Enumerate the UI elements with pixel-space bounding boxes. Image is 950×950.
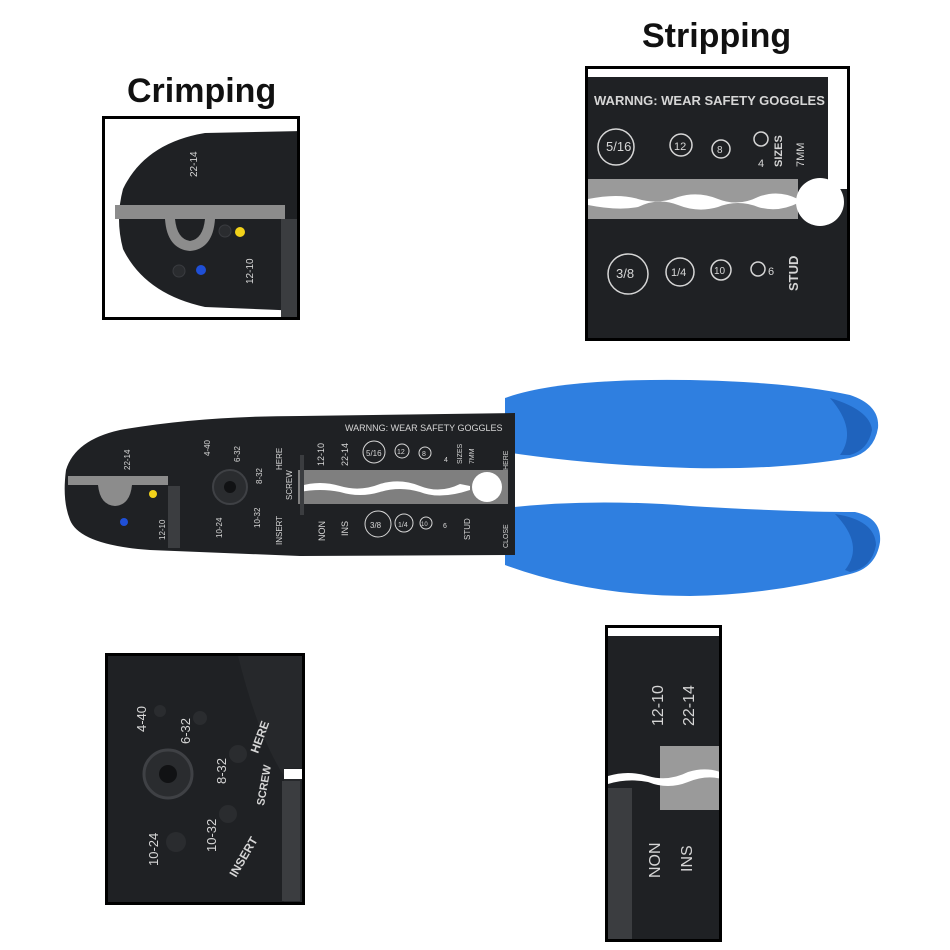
inset-gauge-22-14: 22-14 <box>681 685 698 726</box>
main-blue-dot <box>120 518 128 526</box>
stripping-blade-closeup: WARNNG: WEAR SAFETY GOGGLES 5/16 12 8 4 … <box>588 69 847 338</box>
main-size-3-8: 3/8 <box>370 521 382 530</box>
crimp-gauge-22-14: 22-14 <box>189 151 200 177</box>
sizes-label: SIZES <box>773 135 785 167</box>
blue-dot <box>196 265 206 275</box>
main-screw-10-24: 10-24 <box>215 517 224 538</box>
size-7mm: 7MM <box>795 143 807 167</box>
crimping-jaw-closeup: 22-14 12-10 <box>115 131 297 317</box>
caption-stripping: Stripping <box>642 17 792 55</box>
size-3-8: 3/8 <box>616 266 634 281</box>
inset-screw-4-40: 4-40 <box>134 706 149 732</box>
non-insulated-inset: 12-10 22-14 NON INS <box>605 625 722 942</box>
inset-ins: INS <box>679 845 696 872</box>
inset-gauge-12-10: 12-10 <box>650 685 667 726</box>
main-size-1-4: 1/4 <box>398 522 408 529</box>
main-gauge-22-14: 22-14 <box>123 449 132 470</box>
main-screw-label: SCREW <box>285 470 294 500</box>
main-size-10: 10 <box>421 522 428 528</box>
screw-cutter-closeup: 4-40 6-32 8-32 10-32 10-24 HERE SCREW IN… <box>108 656 302 902</box>
main-size-8: 8 <box>422 451 426 458</box>
stud-cutter-hole <box>796 178 844 226</box>
main-stud-cutter <box>472 472 502 502</box>
main-size-4: 4 <box>444 457 448 464</box>
stripping-slot <box>300 481 470 496</box>
inset-non: NON <box>647 842 664 878</box>
stripping-inset: WARNNG: WEAR SAFETY GOGGLES 5/16 12 8 4 … <box>585 66 850 341</box>
stripping-warning: WARNNG: WEAR SAFETY GOGGLES <box>594 93 825 108</box>
main-here-lock: HERE <box>503 450 510 470</box>
main-insert: INSERT <box>275 516 284 545</box>
main-gauge-22-14-strip: 22-14 <box>340 443 350 466</box>
upper-handle <box>505 379 879 469</box>
main-screw-4-40: 4-40 <box>203 439 212 456</box>
main-non: NON <box>317 521 327 541</box>
main-screw-8-32: 8-32 <box>255 467 264 484</box>
main-size-12: 12 <box>397 449 405 456</box>
main-yellow-dot <box>149 490 157 498</box>
stud-label: STUD <box>786 256 801 291</box>
inset-screw-10-24: 10-24 <box>146 833 161 866</box>
non-insulated-closeup: 12-10 22-14 NON INS <box>608 628 719 939</box>
main-size-7mm: 7MM <box>469 448 476 464</box>
lower-handle <box>505 502 881 596</box>
main-size-5-16: 5/16 <box>366 449 382 458</box>
size-8: 8 <box>717 145 723 156</box>
main-close: CLOSE <box>503 524 510 548</box>
size-12: 12 <box>674 141 686 153</box>
inset-screw-6-32: 6-32 <box>178 718 193 744</box>
inset-screw-8-32: 8-32 <box>214 758 229 784</box>
caption-crimping: Crimping <box>127 72 277 110</box>
size-10: 10 <box>714 266 726 277</box>
main-gauge-12-10: 12-10 <box>158 519 167 540</box>
size-5-16: 5/16 <box>606 139 631 154</box>
main-stud: STUD <box>463 518 472 540</box>
inset-screw-10-32: 10-32 <box>204 819 219 852</box>
main-sizes: SIZES <box>457 443 464 464</box>
main-screw-10-32: 10-32 <box>253 507 262 528</box>
main-here: HERE <box>275 448 284 470</box>
main-size-6: 6 <box>443 523 447 530</box>
yellow-dot <box>235 227 245 237</box>
crimping-inset: 22-14 12-10 <box>102 116 300 320</box>
size-4: 4 <box>758 158 764 170</box>
size-6: 6 <box>768 266 774 278</box>
crimp-gauge-12-10: 12-10 <box>245 258 256 284</box>
screw-cutter-inset: 4-40 6-32 8-32 10-32 10-24 HERE SCREW IN… <box>105 653 305 905</box>
main-warning: WARNNG: WEAR SAFETY GOGGLES <box>345 423 503 433</box>
size-1-4: 1/4 <box>671 267 686 279</box>
main-gauge-12-10-strip: 12-10 <box>316 443 326 466</box>
main-screw-6-32: 6-32 <box>233 445 242 462</box>
main-ins: INS <box>340 521 350 536</box>
inset-stripping-slot <box>608 769 719 786</box>
